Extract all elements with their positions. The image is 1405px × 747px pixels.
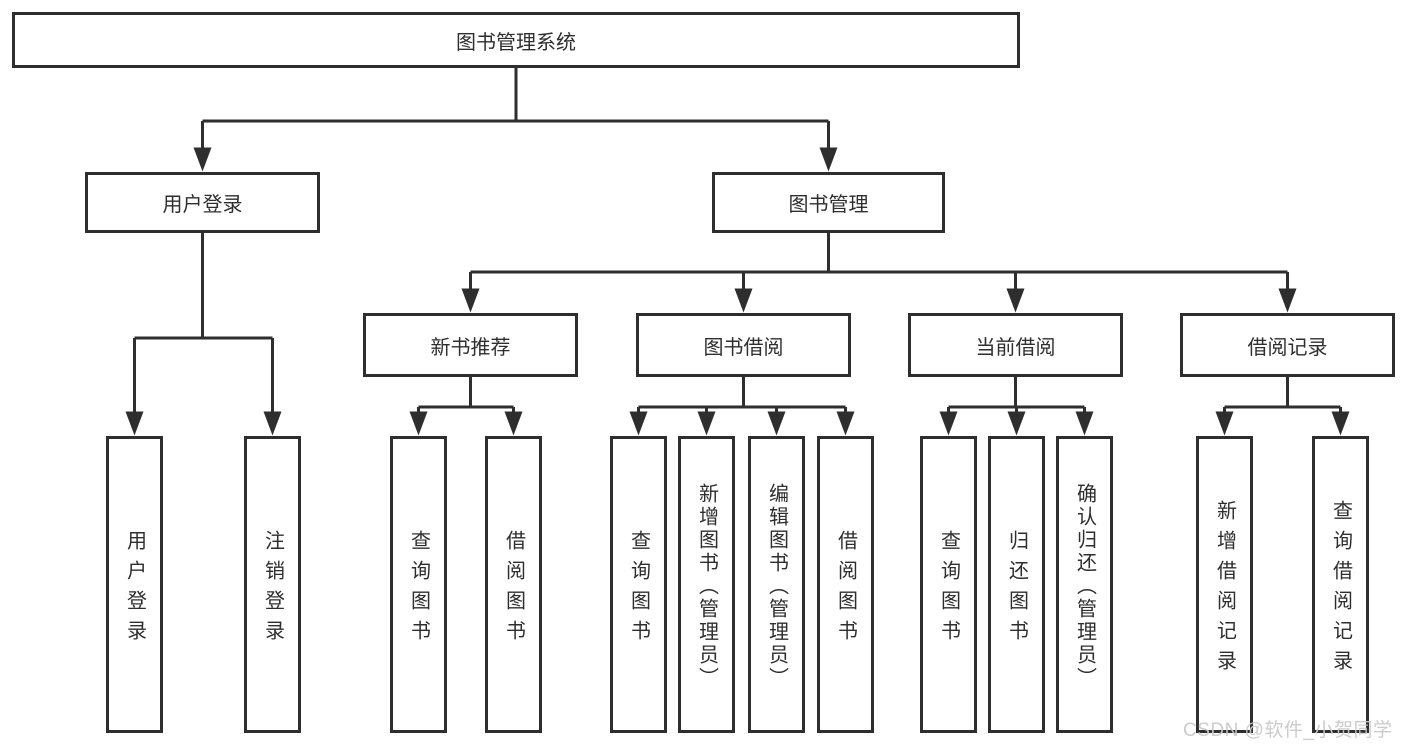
header-label: 图书借阅 (703, 336, 784, 359)
leaf-label: 查询借阅记录 (1329, 499, 1352, 680)
leaf-label: 新增借阅记录 (1213, 499, 1236, 680)
node-user-login-label: 用户登录 (162, 194, 243, 216)
csdn-watermark: CSDN @软件_小贺同学 (1183, 720, 1393, 741)
leaf-label: 编辑图书（管理员） (765, 482, 788, 690)
leaf-user-login: 用户登录 (106, 436, 163, 733)
leaf-label: 借阅图书 (502, 529, 525, 650)
leaf-edit-book-admin: 编辑图书（管理员） (748, 436, 805, 733)
header-label: 新书推荐 (430, 336, 511, 359)
node-book-management: 图书管理 (712, 172, 945, 233)
leaf-query-books-current: 查询图书 (920, 436, 977, 733)
node-current-borrowing: 当前借阅 (908, 313, 1123, 377)
leaf-label: 查询图书 (627, 529, 650, 650)
leaf-label: 查询图书 (407, 529, 430, 650)
node-root-system: 图书管理系统 (12, 12, 1020, 68)
node-user-login: 用户登录 (85, 172, 320, 233)
leaf-borrow-books: 借阅图书 (817, 436, 874, 733)
leaf-confirm-return-admin: 确认归还（管理员） (1056, 436, 1113, 733)
leaf-label: 新增图书（管理员） (695, 482, 718, 690)
leaf-query-books-recommend: 查询图书 (390, 436, 447, 733)
leaf-return-book: 归还图书 (988, 436, 1045, 733)
leaf-logout: 注销登录 (244, 436, 301, 733)
node-new-book-recommendation: 新书推荐 (363, 313, 578, 377)
leaf-query-borrow-record: 查询借阅记录 (1312, 436, 1369, 733)
leaf-label: 用户登录 (123, 529, 146, 650)
header-label: 借阅记录 (1247, 336, 1328, 359)
leaf-add-book-admin: 新增图书（管理员） (678, 436, 735, 733)
node-root-label: 图书管理系统 (456, 31, 576, 54)
leaf-label: 借阅图书 (834, 529, 857, 650)
node-book-management-label: 图书管理 (788, 194, 869, 216)
leaf-query-books-borrowing: 查询图书 (610, 436, 667, 733)
leaf-label: 确认归还（管理员） (1073, 482, 1096, 690)
leaf-label: 注销登录 (261, 529, 284, 650)
leaf-borrow-books-recommend: 借阅图书 (485, 436, 542, 733)
leaf-label: 归还图书 (1005, 529, 1028, 650)
header-label: 当前借阅 (975, 336, 1056, 359)
leaf-label: 查询图书 (937, 529, 960, 650)
leaf-add-borrow-record: 新增借阅记录 (1196, 436, 1253, 733)
node-borrowing-records: 借阅记录 (1180, 313, 1395, 377)
node-book-borrowing: 图书借阅 (636, 313, 851, 377)
